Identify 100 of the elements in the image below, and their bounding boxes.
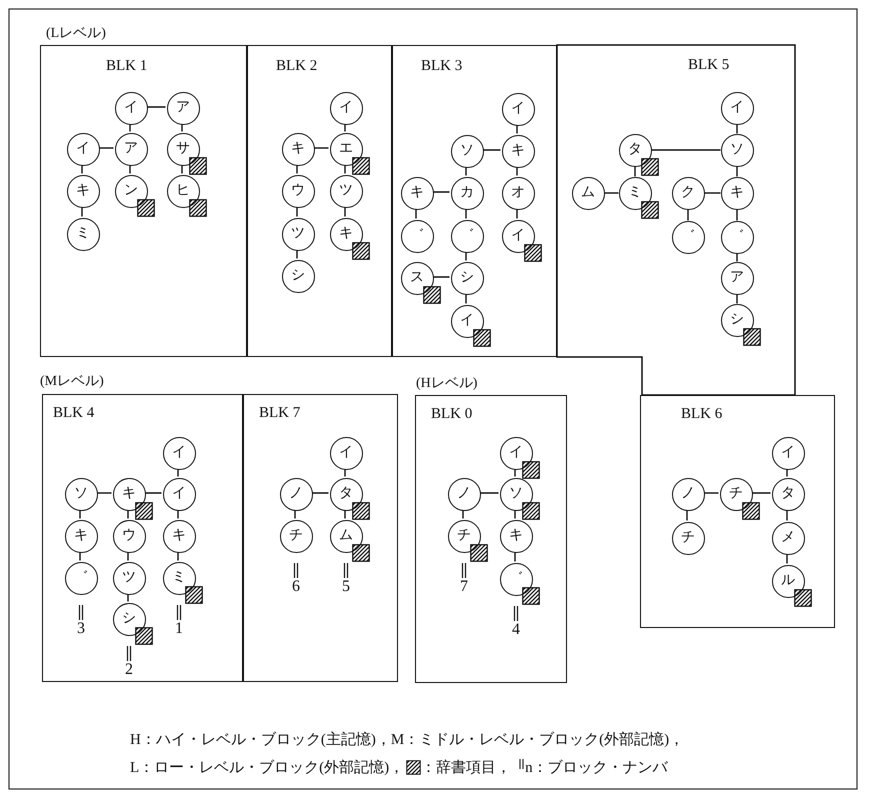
character-node: キ [282, 132, 314, 166]
character-node: サ [166, 132, 200, 166]
trie-link [98, 147, 114, 149]
trie-link [752, 492, 770, 494]
trie-link [482, 149, 500, 151]
character-node: シ [282, 260, 314, 292]
level-label: (Hレベル) [416, 375, 478, 392]
level-label: (Mレベル) [40, 373, 104, 390]
trie-link [96, 492, 112, 494]
trie-link [312, 492, 328, 494]
trie-link [704, 192, 720, 194]
character-node: イ [114, 92, 148, 124]
legend-text: H：ハイ・レベル・ブロック(主記憶)， [130, 730, 391, 749]
block-number: 7 [459, 578, 469, 596]
trie-link [415, 208, 417, 218]
character-node: ゛ [500, 562, 532, 596]
character-node: カ [450, 176, 484, 210]
trie-link [344, 206, 346, 216]
legend-text: ：辞書項目， [421, 758, 512, 777]
character-node: エ [330, 132, 362, 166]
character-node: イ [772, 436, 804, 470]
character-node: タ [330, 478, 362, 510]
trie-link [634, 166, 636, 176]
character-node: ツ [282, 218, 314, 250]
trie-link [146, 106, 166, 108]
trie-link [465, 294, 467, 304]
block-box [40, 45, 247, 357]
block-heading: BLK 0 [431, 406, 472, 423]
trie-link [81, 206, 83, 216]
character-node: ア [720, 262, 754, 294]
character-node: ウ [112, 520, 146, 552]
character-node: ク [672, 176, 704, 210]
block-heading: BLK 5 [688, 57, 730, 74]
block-number: 6 [291, 578, 301, 596]
block-heading: BLK 4 [53, 405, 94, 422]
character-node: チ [720, 478, 752, 510]
character-node: ン [114, 174, 148, 208]
trie-link [314, 147, 328, 149]
character-node: ソ [720, 134, 754, 166]
character-node: シ [112, 602, 146, 636]
character-node: ソ [450, 134, 484, 168]
block-heading: BLK 2 [276, 58, 318, 75]
character-node: ゛ [64, 562, 98, 594]
character-node: ゛ [720, 220, 754, 254]
block-heading: BLK 1 [106, 58, 148, 75]
block-box [247, 45, 392, 357]
character-node: タ [772, 478, 804, 510]
character-node: ヒ [166, 174, 200, 208]
character-node: ス [400, 262, 434, 294]
block-number: 1 [174, 620, 184, 638]
character-node: イ [450, 304, 484, 338]
character-node: ウ [282, 174, 314, 208]
character-node: ム [330, 520, 362, 552]
trie-link [604, 192, 618, 194]
character-node: ゛ [400, 220, 434, 252]
trie-link [736, 210, 738, 220]
trie-link [514, 552, 516, 562]
character-node: イ [330, 92, 362, 124]
trie-link [432, 276, 450, 278]
block-heading: BLK 7 [259, 405, 300, 422]
character-node: ミ [618, 176, 652, 210]
character-node: イ [162, 436, 196, 470]
trie-link [736, 166, 738, 176]
character-node: ツ [330, 174, 362, 208]
character-node: ソ [64, 478, 98, 510]
character-node: ル [772, 564, 804, 598]
character-node: ミ [162, 562, 196, 594]
character-node: キ [502, 134, 534, 168]
character-node: イ [720, 92, 754, 124]
trie-link [296, 206, 298, 216]
trie-link [465, 208, 467, 218]
character-node: シ [450, 262, 484, 294]
character-node: キ [720, 176, 754, 210]
character-node: イ [330, 436, 362, 470]
block-box [640, 395, 835, 628]
trie-link [480, 492, 498, 494]
character-node: ソ [500, 478, 532, 510]
character-node: キ [400, 176, 434, 210]
trie-link [786, 510, 788, 520]
character-node: キ [162, 520, 196, 552]
character-node: イ [502, 220, 534, 252]
block-box [42, 394, 243, 682]
block-number: 3 [76, 620, 86, 638]
block-number: 5 [341, 578, 351, 596]
character-node: チ [448, 520, 480, 552]
character-node: キ [500, 520, 532, 552]
character-node: イ [500, 436, 532, 470]
block-heading: BLK 6 [681, 406, 722, 423]
character-node: ゛ [450, 220, 484, 252]
trie-link [704, 492, 718, 494]
block-box [415, 395, 567, 683]
character-node: シ [720, 304, 754, 336]
character-node: ア [166, 92, 200, 124]
trie-link [687, 210, 689, 220]
legend-text: L：ロー・レベル・ブロック(外部記憶)， [130, 758, 404, 777]
block-number: 4 [511, 621, 521, 639]
character-node: ツ [112, 562, 146, 594]
character-node: ゛ [672, 220, 704, 254]
trie-link [686, 510, 688, 520]
legend-text: M：ミドル・レベル・ブロック(外部記憶)， [390, 730, 684, 749]
